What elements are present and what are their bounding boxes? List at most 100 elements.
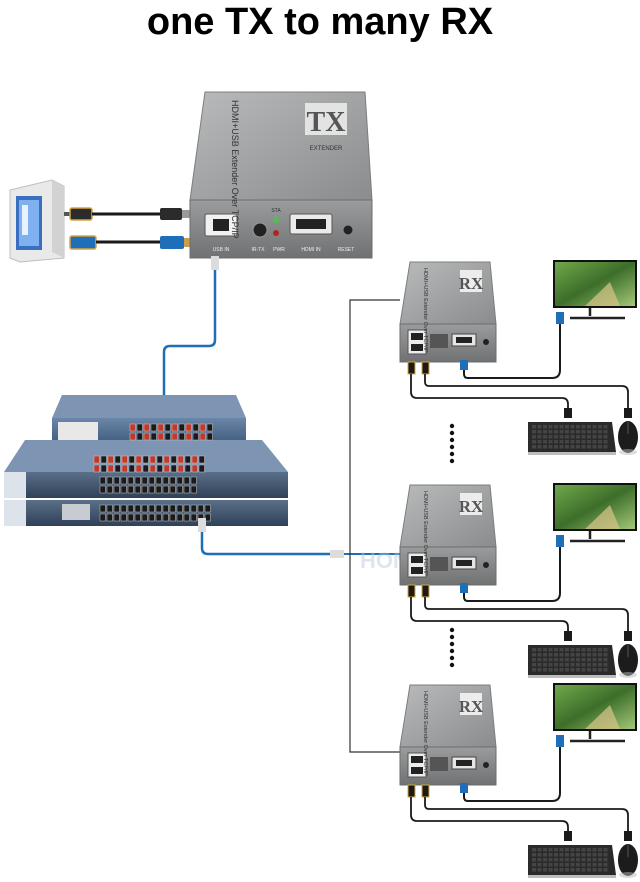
switch-port	[176, 476, 183, 485]
switch-port	[148, 476, 155, 485]
switch-port	[191, 455, 198, 464]
monitor	[553, 260, 637, 320]
switch-port	[191, 464, 198, 473]
monitor	[553, 683, 637, 743]
switch-port	[150, 432, 157, 441]
switch-port	[114, 464, 121, 473]
switch-port	[93, 464, 100, 473]
switch-port	[176, 504, 183, 513]
switch-port	[141, 513, 148, 522]
rx-hdmi-cable	[460, 535, 564, 602]
switch-port	[113, 513, 120, 522]
switch-port	[149, 464, 156, 473]
switch-port	[183, 504, 190, 513]
switch-port	[99, 485, 106, 494]
switch-port	[99, 513, 106, 522]
mouse	[618, 644, 638, 678]
rx-group: RX HDMI+USB Extender Over TCP/IP	[399, 483, 638, 678]
switch-port	[157, 432, 164, 441]
monitor	[553, 483, 637, 543]
tx-switch-network-cable	[160, 256, 219, 414]
switch-port	[113, 504, 120, 513]
tx-port-usb-in: USB IN	[213, 247, 230, 253]
switch-port	[121, 464, 128, 473]
switch-port	[178, 432, 185, 441]
pc-tower	[9, 179, 65, 263]
switch-port	[129, 423, 136, 432]
switch-port	[178, 423, 185, 432]
switch-port	[204, 513, 211, 522]
switch-port	[199, 432, 206, 441]
switch-port	[192, 423, 199, 432]
switch-port	[169, 476, 176, 485]
rx-usb-cables	[407, 361, 632, 418]
keyboard	[528, 645, 616, 678]
switch-port	[120, 513, 127, 522]
switch-port	[149, 455, 156, 464]
switch-port	[171, 432, 178, 441]
switch-port	[134, 504, 141, 513]
switch-port	[99, 504, 106, 513]
switch-port	[190, 485, 197, 494]
ellipsis-dot	[449, 458, 455, 464]
rx-group: RX HDMI+USB Extender Over TCP/IP	[399, 683, 638, 878]
switch-port	[99, 476, 106, 485]
switch-port	[183, 476, 190, 485]
switch-port	[156, 455, 163, 464]
ellipsis-dot	[449, 641, 455, 647]
tx-port-reset: RESET	[338, 247, 355, 253]
switch-port	[176, 485, 183, 494]
switch-port	[120, 504, 127, 513]
switch-port	[129, 432, 136, 441]
ellipsis-dot	[449, 634, 455, 640]
switch-port	[162, 476, 169, 485]
switch-port	[162, 513, 169, 522]
ellipsis-dot	[449, 437, 455, 443]
switch-port	[190, 504, 197, 513]
rx-device	[399, 484, 497, 586]
tx-port-hdmi-in: HDMI IN	[301, 247, 321, 253]
rx-model-label: HDMI+USB Extender Over TCP/IP	[422, 491, 428, 576]
switch-port	[134, 485, 141, 494]
switch-port	[163, 455, 170, 464]
switch-port	[190, 476, 197, 485]
keyboard	[528, 422, 616, 455]
switch-port	[164, 432, 171, 441]
ellipsis-dot	[449, 444, 455, 450]
switch-port	[171, 423, 178, 432]
ellipsis-dot	[449, 430, 455, 436]
switch-port	[204, 504, 211, 513]
ellipsis-dot	[449, 423, 455, 429]
tx-badge: TX	[307, 107, 346, 138]
rx-usb-cables	[407, 784, 632, 841]
rx-badge: RX	[459, 497, 484, 516]
switch-port	[184, 455, 191, 464]
switch-port	[199, 423, 206, 432]
switch-port	[148, 513, 155, 522]
switch-port	[183, 485, 190, 494]
switch-port	[141, 504, 148, 513]
switch-port	[192, 432, 199, 441]
switch-port	[141, 485, 148, 494]
tx-brand: EXTENDER	[310, 146, 343, 152]
switch-port	[162, 504, 169, 513]
switch-port	[120, 476, 127, 485]
switch-port	[134, 476, 141, 485]
pc-usb-cable	[64, 207, 190, 221]
switch-port	[176, 513, 183, 522]
rx-model-label: HDMI+USB Extender Over TCP/IP	[422, 691, 428, 776]
ellipsis-dot	[449, 648, 455, 654]
rx-badge: RX	[459, 697, 484, 716]
switch-port	[162, 485, 169, 494]
switch-port	[100, 455, 107, 464]
switch-port	[114, 455, 121, 464]
switch-rx-network-cable	[198, 518, 400, 558]
more-receivers-ellipsis	[449, 627, 455, 668]
switch-port	[143, 432, 150, 441]
switch-port	[156, 464, 163, 473]
switch-port	[106, 513, 113, 522]
switch-port	[142, 455, 149, 464]
switch-port	[121, 455, 128, 464]
rx-badge: RX	[459, 274, 484, 293]
